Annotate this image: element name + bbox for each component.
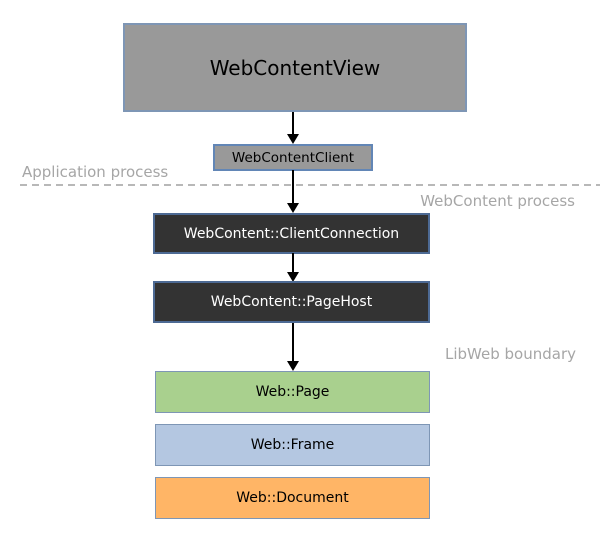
- label-application-process: Application process: [22, 163, 169, 181]
- label-libweb-boundary: LibWeb boundary: [445, 345, 576, 363]
- node-webcontentview: WebContentView: [123, 23, 467, 112]
- node-webcontentclient: WebContentClient: [213, 144, 373, 171]
- node-webcontent-clientconnection: WebContent::ClientConnection: [153, 213, 430, 254]
- arrow-webcontentview-to-webcontentclient: [287, 112, 299, 144]
- arrow-pagehost-to-webpage: [287, 323, 299, 371]
- arrow-clientconnection-to-pagehost: [287, 253, 299, 282]
- process-boundary-dashed-line: [20, 184, 600, 186]
- node-web-frame: Web::Frame: [155, 424, 430, 466]
- label-webcontent-process: WebContent process: [420, 192, 575, 210]
- arrow-webcontentclient-to-clientconnection: [287, 170, 299, 213]
- node-web-document: Web::Document: [155, 477, 430, 519]
- node-web-page: Web::Page: [155, 371, 430, 413]
- node-webcontent-pagehost: WebContent::PageHost: [153, 281, 430, 323]
